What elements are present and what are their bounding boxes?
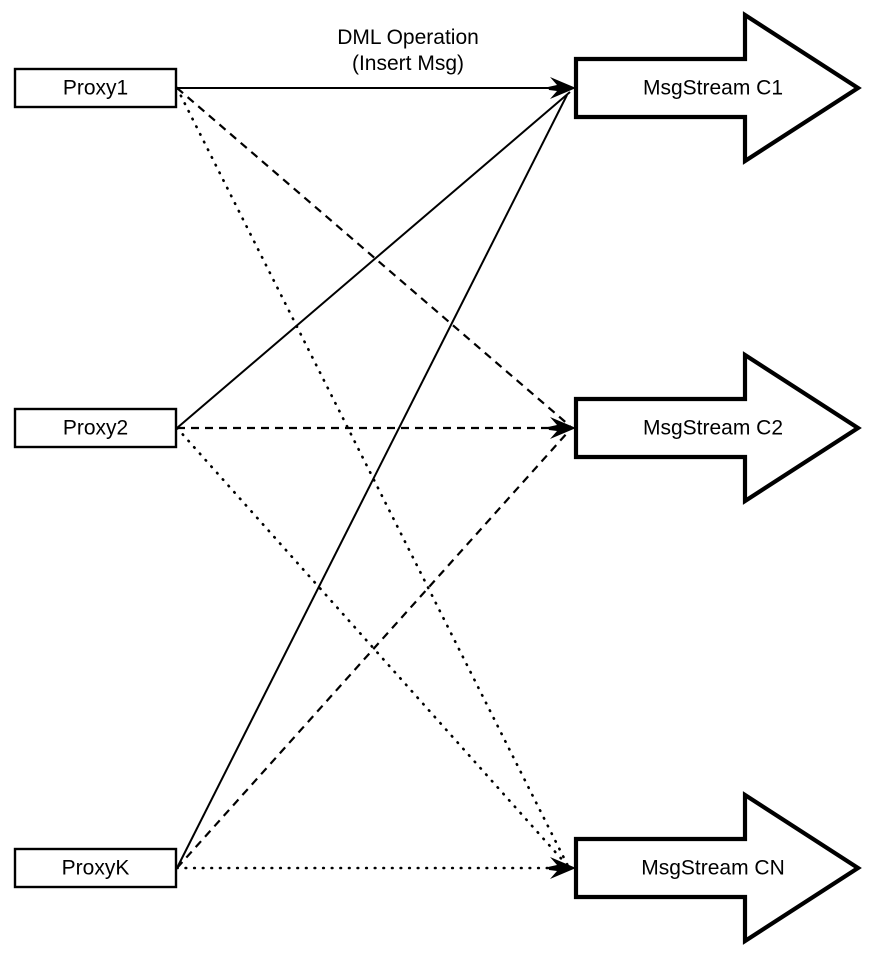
edge-proxy1-to-msgstream-c2[interactable]: [176, 87, 571, 427]
block-arrow-icon-cn[interactable]: [573, 791, 862, 945]
proxy-label-proxy1: Proxy1: [63, 77, 128, 100]
msgstream-label-cn: MsgStream CN: [641, 857, 785, 880]
msgstream-node-c2[interactable]: MsgStream C2: [573, 351, 862, 505]
msgstream-label-c2: MsgStream C2: [643, 417, 783, 440]
proxy-box-proxy2[interactable]: [13, 407, 178, 449]
msgstream-node-c1[interactable]: MsgStream C1: [573, 11, 862, 165]
annotation-line-2: (Insert Msg): [352, 52, 464, 75]
msgstream-node-cn[interactable]: MsgStream CN: [573, 791, 862, 945]
proxy-box-proxy1[interactable]: [13, 67, 178, 109]
arrowhead-layer: [548, 77, 576, 879]
edge-layer: [175, 86, 572, 870]
msgstream-label-c1: MsgStream C1: [643, 77, 783, 100]
annotation-line-1: DML Operation: [337, 26, 479, 49]
arrowhead-icon-cn: [548, 857, 576, 879]
edge-proxy1-to-msgstream-cn[interactable]: [175, 86, 570, 868]
block-arrow-icon-c2[interactable]: [573, 351, 862, 505]
proxy-node-proxy1[interactable]: Proxy1: [13, 67, 178, 109]
proxy-node-proxy2[interactable]: Proxy2: [13, 407, 178, 449]
annotation-dml-operation: DML Operation (Insert Msg): [337, 26, 479, 75]
arrowhead-icon-c2: [548, 417, 576, 439]
arrowhead-icon-c1: [548, 77, 576, 99]
proxy-node-proxyk[interactable]: ProxyK: [13, 847, 178, 889]
proxy-label-proxyk: ProxyK: [62, 857, 130, 880]
proxy-label-proxy2: Proxy2: [63, 417, 128, 440]
edge-proxy2-to-msgstream-c1[interactable]: [176, 91, 571, 429]
proxy-box-proxyk[interactable]: [13, 847, 178, 889]
block-arrow-icon-c1[interactable]: [573, 11, 862, 165]
proxy-nodes: Proxy1 Proxy2 ProxyK: [13, 67, 178, 889]
edge-proxyk-to-msgstream-c2[interactable]: [176, 431, 569, 869]
edge-proxyk-to-msgstream-c1[interactable]: [176, 94, 568, 869]
edge-proxy2-to-msgstream-cn[interactable]: [175, 426, 568, 866]
msgstream-nodes: MsgStream C1 MsgStream C2 MsgStream CN: [573, 11, 862, 945]
